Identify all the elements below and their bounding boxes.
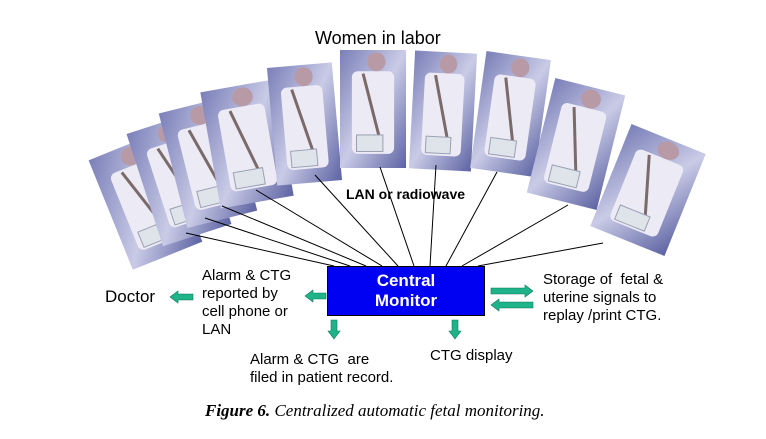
connection-line [204,217,351,267]
connection-line [461,204,569,267]
storage-label: Storage of fetal & uterine signals to re… [543,271,664,324]
patient-photo [590,124,706,256]
arrow-to-storage-icon [490,284,534,298]
caption-prefix: Figure 6. [205,401,271,420]
ctg-display-label: CTG display [430,347,513,364]
patient-photo [470,51,551,177]
connection-line [429,164,437,267]
arrow-to-display-icon [448,319,462,340]
connection-line [255,189,383,267]
arrow-to-record-icon [327,319,341,340]
connection-line [221,205,367,267]
arrow-to-doctor-icon [169,290,194,304]
arrow-from-storage-icon [490,298,534,312]
connection-label: LAN or radiowave [346,186,466,202]
connection-line [185,232,335,267]
filed-record-label: Alarm & CTG are filed in patient record. [250,351,394,386]
alarm-report-label: Alarm & CTG reported by cell phone or LA… [202,267,292,338]
patient-photos [88,50,706,270]
caption-text: Centralized automatic fetal monitoring. [270,401,545,420]
patient-photo [340,50,406,168]
doctor-label: Doctor [105,287,156,306]
arrow-to-report-icon [304,289,327,303]
figure-caption: Figure 6. Centralized automatic fetal mo… [205,401,545,421]
connection-line [445,171,498,267]
flow-arrows [169,284,534,340]
connection-lines [185,164,604,267]
patient-photo [266,62,343,186]
connection-line [477,242,604,267]
connection-line [379,166,415,267]
patient-photo [200,79,294,209]
diagram-title: Women in labor [315,28,441,48]
connection-line [314,174,399,267]
patient-photo [526,78,626,210]
central-monitor-node: Central Monitor [327,266,485,316]
patient-photo [408,50,478,172]
